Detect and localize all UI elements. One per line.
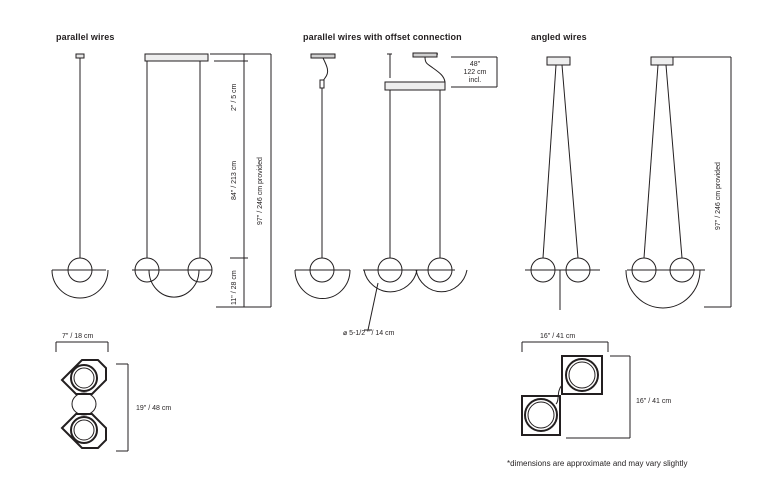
offset-double-pendant [363, 52, 468, 331]
dim-diameter-value: 5-1/2 " / 14 cm [349, 330, 395, 337]
dim-canopy: 2" / 5 cm [231, 83, 238, 111]
angled-dimension-line [672, 56, 732, 308]
dim-wire: 84" / 213 cm [231, 160, 238, 200]
title-offset-connection: parallel wires with offset connection [303, 32, 462, 42]
angled-footprint [521, 341, 631, 439]
offset-single-pendant [294, 53, 351, 299]
footprint-parallel-length: 19" / 48 cm [136, 405, 172, 412]
parallel-double-pendant [132, 53, 213, 298]
dim-angled-total: 97" / 246 cm provided [715, 162, 722, 230]
parallel-footprint [55, 341, 129, 452]
parallel-dimension-lines [210, 53, 272, 308]
footprint-angled-width: 16" / 41 cm [540, 333, 576, 340]
offset-dimension-bracket [451, 56, 498, 88]
dim-offset-inch: 48" [469, 61, 481, 68]
diameter-icon: ⌀ [343, 330, 348, 337]
dim-diameter: ⌀ 5-1/2 " / 14 cm [343, 330, 394, 338]
parallel-single-pendant [51, 53, 109, 299]
dim-offset-incl: incl. [468, 77, 482, 84]
title-angled-wires: angled wires [531, 32, 587, 42]
angled-single-pendant [525, 56, 600, 310]
footprint-parallel-width: 7" / 18 cm [62, 333, 94, 340]
angled-double-pendant [625, 56, 705, 309]
title-parallel-wires: parallel wires [56, 32, 115, 42]
dim-offset-cm: 122 cm [463, 69, 487, 76]
dim-total: 97" / 246 cm provided [257, 157, 264, 225]
footprint-angled-length: 16" / 41 cm [636, 398, 672, 405]
dim-lamp: 11" / 28 cm [231, 270, 238, 305]
footnote: *dimensions are approximate and may vary… [507, 459, 688, 468]
